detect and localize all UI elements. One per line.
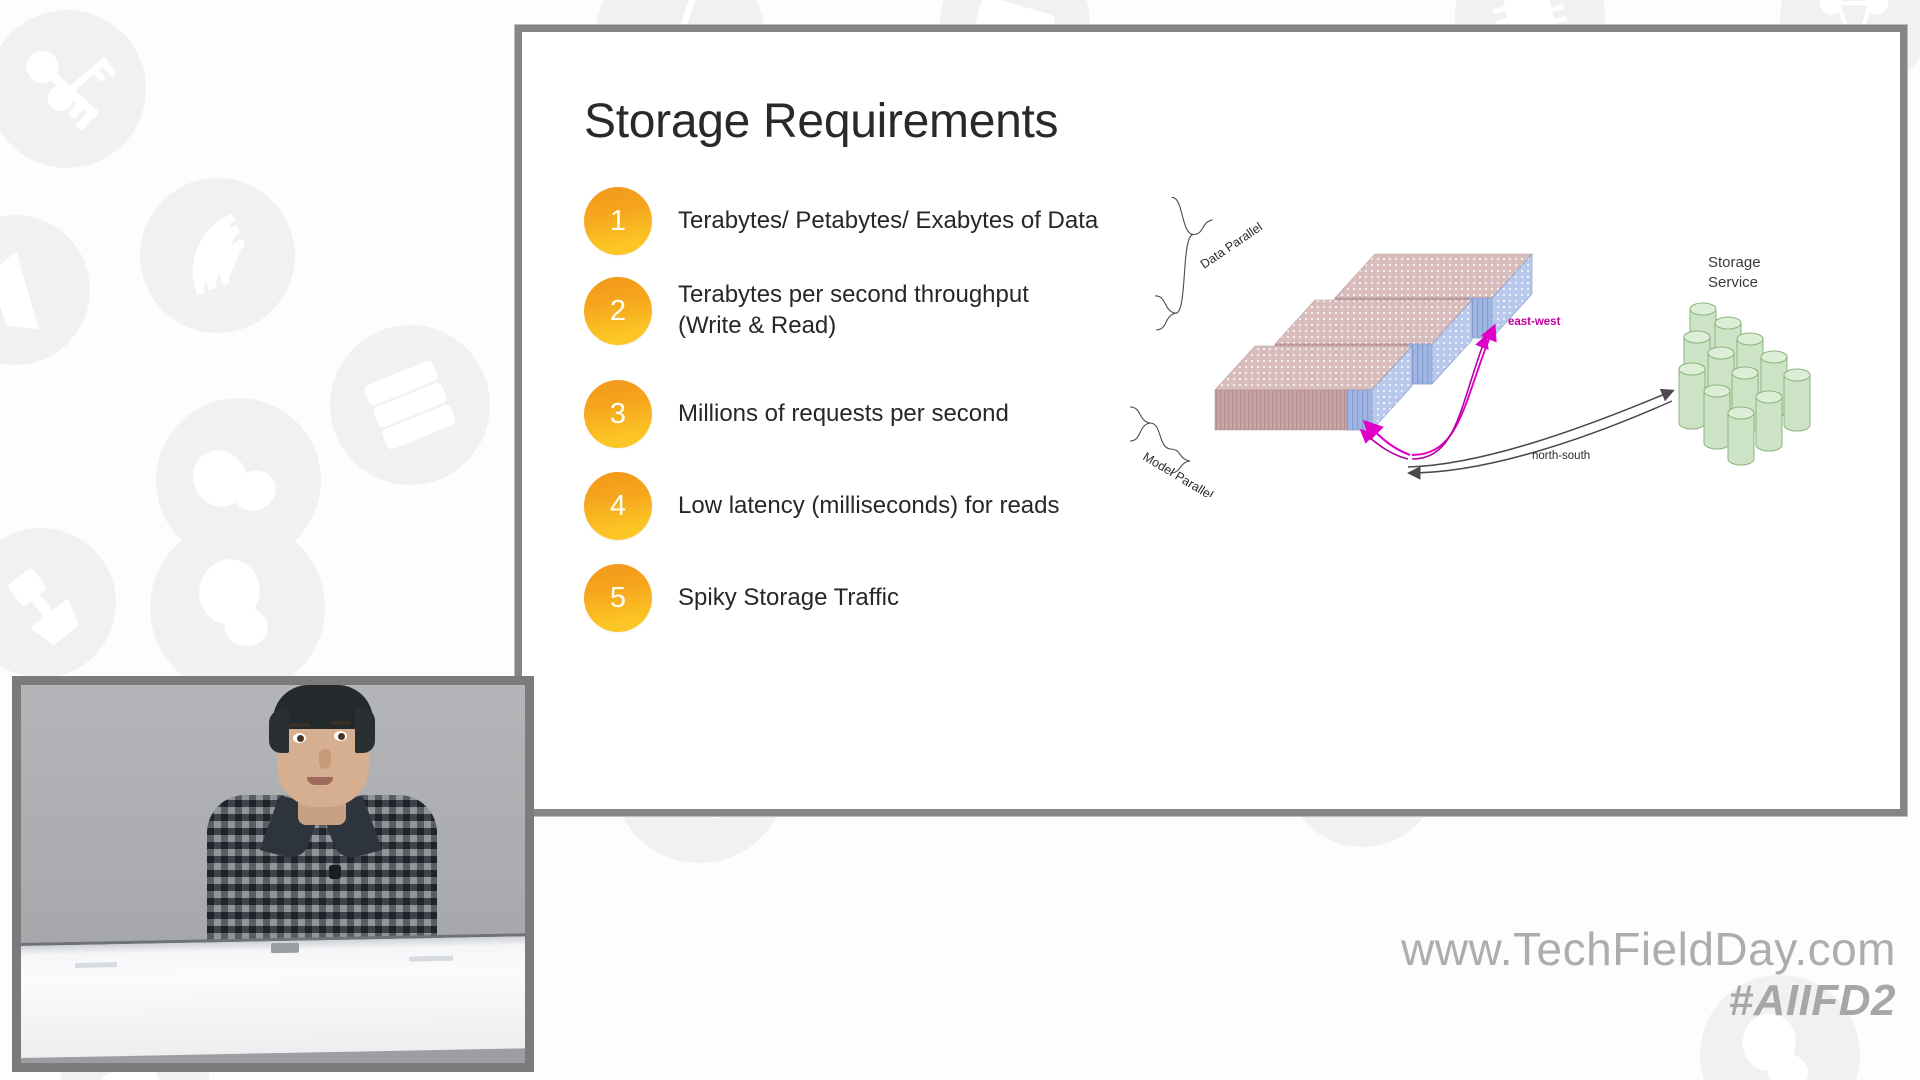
slide-content: Storage Requirements 1 Terabytes/ Petaby…: [522, 32, 1900, 809]
list-item: 1 Terabytes/ Petabytes/ Exabytes of Data: [584, 187, 1264, 255]
server-rack-icon: [330, 325, 490, 485]
techfieldday-watermark: www.TechFieldDay.com #AIIFD2: [1401, 925, 1896, 1028]
pupil-right: [338, 733, 345, 740]
list-item-line1: Spiky Storage Traffic: [678, 583, 899, 611]
list-item-label: Terabytes per second throughput (Write &…: [678, 280, 1029, 341]
lapel-mic: [329, 865, 341, 879]
list-item-label: Spiky Storage Traffic: [678, 583, 899, 614]
list-item-line1: Millions of requests per second: [678, 399, 1009, 427]
list-item-number: 2: [584, 277, 652, 345]
hair-side-left: [269, 709, 289, 753]
eyebrow-left: [290, 723, 310, 727]
list-item-label: Low latency (milliseconds) for reads: [678, 491, 1059, 522]
list-item-number: 1: [584, 187, 652, 255]
list-item-line1: Terabytes/ Petabytes/ Exabytes of Data: [678, 206, 1099, 234]
infinity-icon: [156, 398, 321, 563]
model-parallel-label: Model Parallel: [1140, 450, 1215, 497]
list-item: 3 Millions of requests per second: [584, 380, 1264, 448]
nose: [319, 749, 331, 769]
compute-rack-front: [1214, 345, 1413, 431]
north-south-arrows: [1407, 388, 1675, 480]
key-icon: [0, 10, 146, 168]
podium-desk: [21, 932, 525, 1059]
hair-side-right: [355, 707, 375, 753]
key-icon: [22, 20, 142, 140]
east-west-label: east-west: [1508, 316, 1561, 328]
storage-service-label-line2: Service: [1708, 274, 1758, 291]
watermark-hashtag: #AIIFD2: [1728, 976, 1896, 1026]
speaker-person: [197, 685, 447, 975]
watermark-url: www.TechFieldDay.com: [1401, 922, 1896, 975]
mouth: [307, 777, 333, 785]
list-item-number: 5: [584, 564, 652, 632]
infinity-icon: [1700, 975, 1860, 1080]
list-item-label: Millions of requests per second: [678, 399, 1009, 430]
infinity-icon: [150, 520, 325, 695]
list-item-number: 4: [584, 472, 652, 540]
list-item: 2 Terabytes per second throughput (Write…: [584, 277, 1264, 345]
list-item-line2: (Write & Read): [678, 312, 837, 339]
north-south-label: north-south: [1532, 450, 1590, 462]
speaker-video-inset[interactable]: [12, 676, 534, 1072]
list-item: 5 Spiky Storage Traffic: [584, 564, 1264, 632]
page-title: Storage Requirements: [584, 95, 1059, 148]
video-scene: [21, 685, 525, 1063]
plug-icon: [0, 528, 116, 678]
list-item-number: 3: [584, 380, 652, 448]
parallelism-storage-diagram: Data Parallel Model Parallel: [1112, 197, 1857, 497]
storage-service-label-line1: Storage: [1708, 254, 1761, 271]
podium-latch: [271, 942, 300, 954]
podium-slot: [75, 962, 117, 968]
brackets-icon: [0, 215, 90, 365]
pupil-left: [297, 735, 304, 742]
data-parallel-label: Data Parallel: [1198, 220, 1265, 272]
storage-service-cluster: Storage Service: [1678, 254, 1811, 466]
eyebrow-right: [331, 721, 351, 725]
list-item: 4 Low latency (milliseconds) for reads: [584, 472, 1264, 540]
list-item-label: Terabytes/ Petabytes/ Exabytes of Data: [678, 206, 1098, 237]
slide-frame: Storage Requirements 1 Terabytes/ Petaby…: [515, 25, 1907, 816]
east-west-arrows: [1359, 323, 1497, 460]
wifi-icon: [140, 178, 295, 333]
podium-slot: [409, 955, 453, 962]
list-item-line1: Low latency (milliseconds) for reads: [678, 491, 1060, 519]
list-item-line1: Terabytes per second throughput: [678, 281, 1029, 309]
